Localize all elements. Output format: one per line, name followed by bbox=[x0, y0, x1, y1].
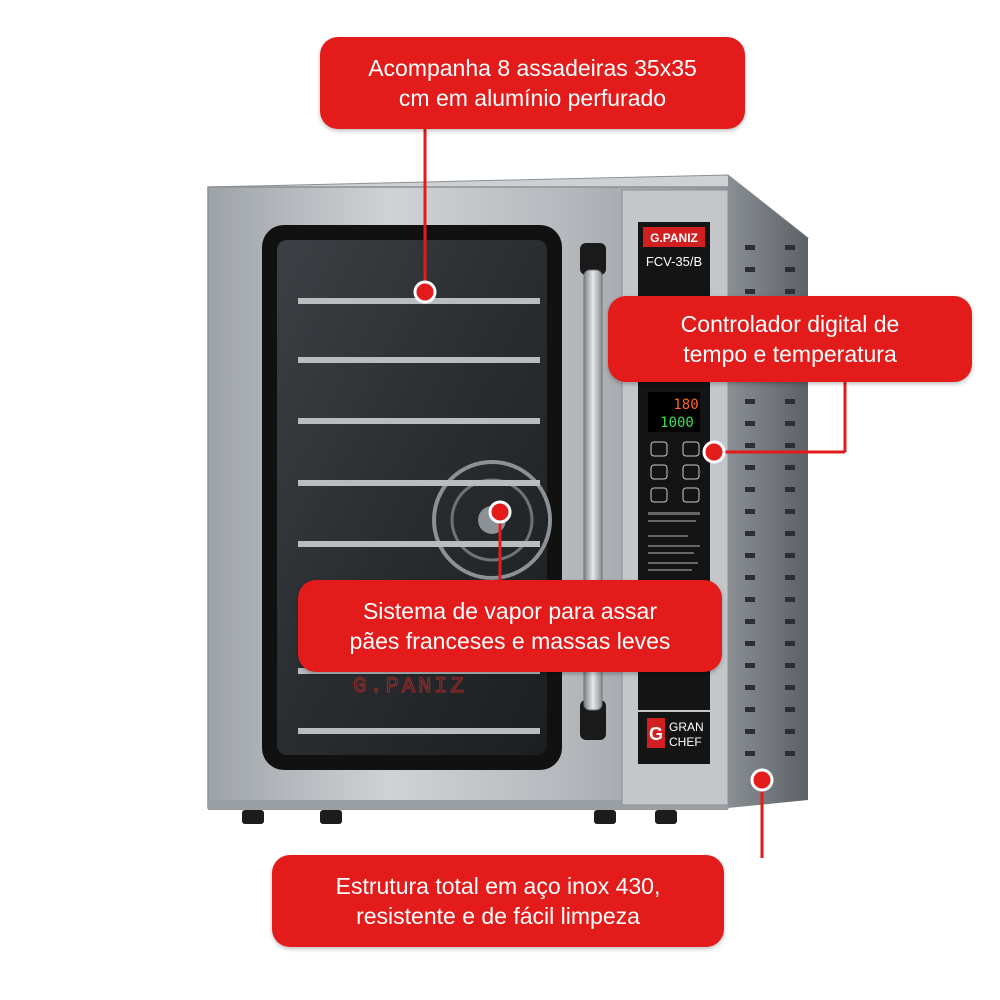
tray-5 bbox=[298, 541, 540, 547]
vent-slot bbox=[745, 597, 755, 602]
callout-trays: Acompanha 8 assadeiras 35x35 cm em alumí… bbox=[320, 37, 745, 129]
vent-slot bbox=[785, 663, 795, 668]
vent-slot bbox=[745, 399, 755, 404]
vent-slot bbox=[785, 443, 795, 448]
callout-leaders bbox=[423, 125, 847, 858]
callout-steam-line1: Sistema de vapor para assar bbox=[362, 597, 658, 624]
vent-slot bbox=[785, 245, 795, 250]
vent-slot bbox=[745, 465, 755, 470]
control-panel: G.PANIZ FCV-35/B 180 1000 G GRAN CHEF bbox=[621, 189, 729, 806]
light-button bbox=[682, 487, 700, 503]
vent-slot bbox=[785, 267, 795, 272]
vent-slot bbox=[745, 553, 755, 558]
callout-structure: Estrutura total em aço inox 430, resiste… bbox=[272, 855, 724, 947]
side-panel bbox=[728, 175, 808, 808]
brand-logo: G.PANIZ bbox=[650, 231, 698, 245]
controller-dot bbox=[702, 440, 726, 464]
vent-slot bbox=[745, 509, 755, 514]
vent-slot bbox=[785, 729, 795, 734]
timer-button bbox=[650, 487, 668, 503]
display-screen bbox=[648, 392, 700, 432]
callout-steam-line2: pães franceses e massas leves bbox=[349, 628, 671, 654]
temperature-button bbox=[682, 441, 700, 457]
control-buttons[interactable] bbox=[650, 441, 700, 503]
vent-slot bbox=[745, 443, 755, 448]
model-label: FCV-35/B bbox=[646, 254, 702, 269]
vent-slot bbox=[785, 619, 795, 624]
convection-fan bbox=[432, 460, 552, 580]
callout-structure-line2: resistente e de fácil limpeza bbox=[356, 903, 640, 929]
vent-slot bbox=[785, 707, 795, 712]
vent-slot bbox=[785, 531, 795, 536]
door-logo: G.PANIZ bbox=[353, 674, 466, 699]
callout-controller-line1: Controlador digital de bbox=[680, 310, 900, 337]
vent-slot bbox=[785, 553, 795, 558]
vent-slot bbox=[745, 641, 755, 646]
vent-slot bbox=[745, 575, 755, 580]
granchef-logo-mark bbox=[647, 718, 665, 748]
vent-slot bbox=[785, 421, 795, 426]
steam-button bbox=[650, 464, 668, 480]
brand-logo-box bbox=[643, 227, 705, 247]
vent-slot bbox=[745, 619, 755, 624]
vent-slot bbox=[785, 399, 795, 404]
callout-trays-line1: Acompanha 8 assadeiras 35x35 bbox=[368, 54, 697, 81]
callout-steam: Sistema de vapor para assar pães frances… bbox=[298, 580, 722, 672]
tray-4 bbox=[298, 480, 540, 486]
oven-feet bbox=[242, 810, 677, 824]
callout-structure-line1: Estrutura total em aço inox 430, bbox=[335, 872, 661, 899]
vent-slot bbox=[785, 685, 795, 690]
granchef-logo-glyph: G bbox=[649, 724, 663, 744]
vent-slot bbox=[745, 487, 755, 492]
tray-3 bbox=[298, 418, 540, 424]
vent-slot bbox=[785, 597, 795, 602]
vent-slot bbox=[745, 267, 755, 272]
tray-2 bbox=[298, 357, 540, 363]
vent-slot bbox=[745, 421, 755, 426]
callout-trays-line2: cm em alumínio perfurado bbox=[398, 85, 667, 111]
temperature-readout: 180 bbox=[673, 397, 698, 413]
vent-slot bbox=[785, 751, 795, 756]
vent-slot bbox=[745, 685, 755, 690]
vent-slot bbox=[785, 509, 795, 514]
granchef-line2: CHEF bbox=[669, 735, 702, 749]
vent-slot bbox=[785, 575, 795, 580]
door-window: G.PANIZ bbox=[262, 225, 562, 770]
instruction-text-block bbox=[648, 512, 700, 571]
vent-slot bbox=[745, 663, 755, 668]
vent-slot bbox=[745, 289, 755, 294]
vent-slot bbox=[745, 245, 755, 250]
time-readout: 1000 bbox=[660, 415, 694, 431]
vent-slot bbox=[785, 641, 795, 646]
fan-button bbox=[682, 464, 700, 480]
tray-8 bbox=[298, 728, 540, 734]
callout-controller: Controlador digital de tempo e temperatu… bbox=[608, 296, 972, 382]
vent-slot bbox=[745, 707, 755, 712]
vent-slot bbox=[785, 465, 795, 470]
vent-slot bbox=[785, 289, 795, 294]
vent-slot bbox=[785, 487, 795, 492]
callout-controller-line2: tempo e temperatura bbox=[683, 341, 897, 367]
vent-slot bbox=[745, 751, 755, 756]
vent-slot bbox=[745, 531, 755, 536]
granchef-line1: GRAN bbox=[669, 720, 704, 734]
callout-dots bbox=[413, 280, 774, 792]
trays-dot bbox=[413, 280, 437, 304]
vent-slot bbox=[745, 729, 755, 734]
structure-dot bbox=[750, 768, 774, 792]
program-button bbox=[650, 441, 668, 457]
steam-dot bbox=[488, 500, 512, 524]
